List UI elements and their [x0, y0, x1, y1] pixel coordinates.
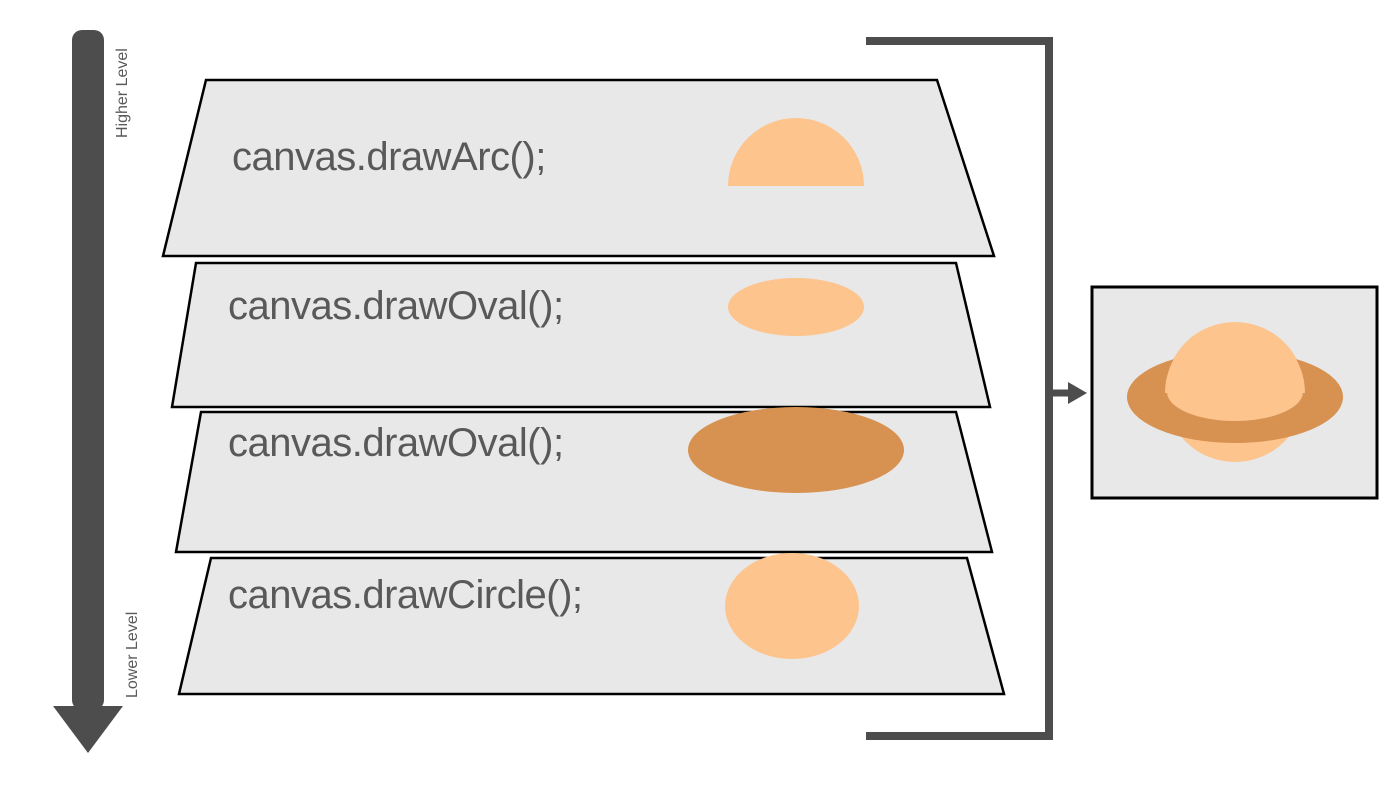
layer-code-text: canvas.drawArc(); [232, 135, 546, 179]
layer-draw-oval-dark: canvas.drawOval(); [174, 407, 994, 554]
level-arrow [53, 30, 123, 753]
circle-shape-icon [725, 553, 859, 659]
saturn-top-arc [1165, 323, 1305, 393]
layer-draw-oval-light: canvas.drawOval(); [170, 261, 992, 409]
layer-code-text: canvas.drawOval(); [228, 284, 564, 328]
result-arrow-head [1068, 382, 1087, 404]
layer-code-text: canvas.drawCircle(); [228, 573, 583, 617]
layer-code-text: canvas.drawOval(); [228, 421, 564, 465]
arc-shape-icon [728, 118, 864, 186]
layer-draw-arc: canvas.drawArc(); [161, 78, 996, 258]
result-box [1090, 285, 1379, 500]
saturn-planet-icon [1127, 322, 1343, 462]
oval-light-shape-icon [728, 278, 864, 336]
result-arrow [1049, 382, 1087, 404]
level-arrow-head [53, 706, 123, 753]
higher-level-label: Higher Level [114, 48, 131, 138]
lower-level-label: Lower Level [124, 612, 141, 698]
level-arrow-bar [72, 30, 104, 710]
collect-bracket [866, 37, 1053, 740]
oval-dark-shape-icon [688, 407, 904, 493]
layer-draw-circle: canvas.drawCircle(); [177, 553, 1006, 696]
